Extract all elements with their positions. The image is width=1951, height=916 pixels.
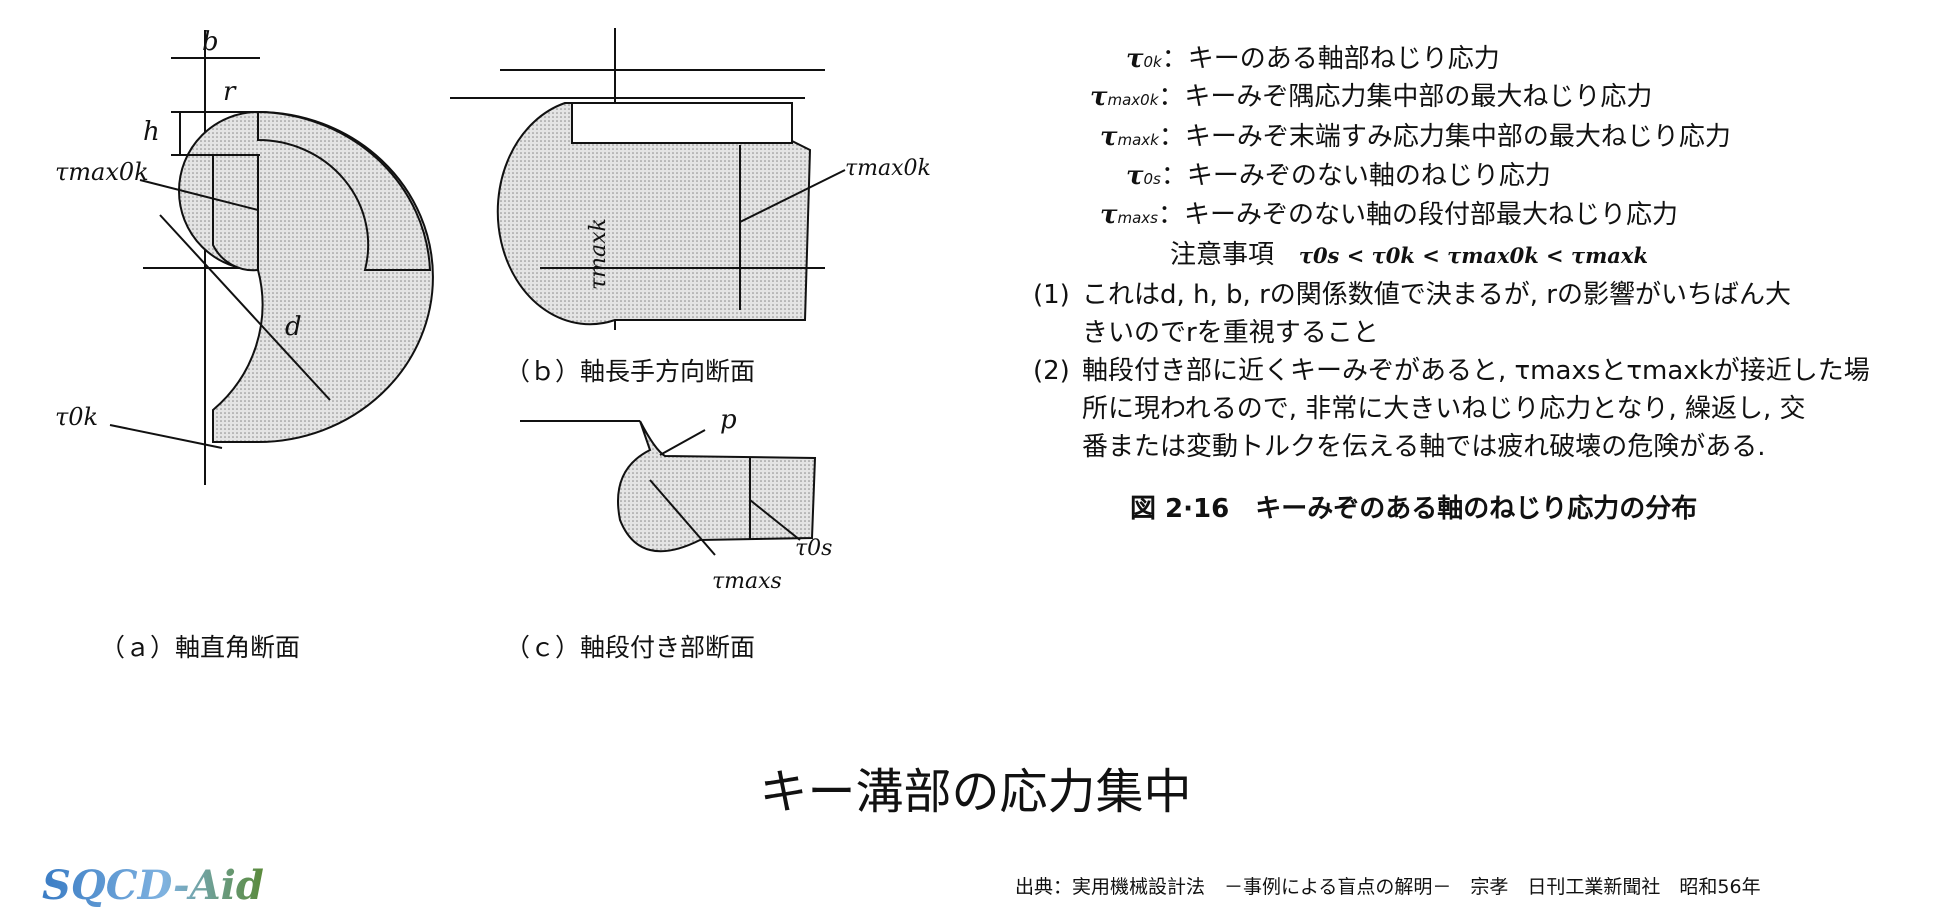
label-p: p xyxy=(720,405,737,435)
definition-tau-max0k: τmax0k：キーみぞ隅応力集中部の最大ねじり応力 xyxy=(1090,82,1653,112)
note-1-line-1: これはd, h, b, rの関係数値で決まるが, rの影響がいちばん大 xyxy=(1082,280,1791,310)
caption-b: （ｂ）軸長手方向断面 xyxy=(505,357,756,386)
caption-c: （ｃ）軸段付き部断面 xyxy=(505,633,756,662)
figure-caption: 図 2·16 キーみぞのある軸のねじり応力の分布 xyxy=(1130,494,1698,524)
definition-tau-0s: τ0s：キーみぞのない軸のねじり応力 xyxy=(1126,161,1551,191)
definition-tau-maxk: τmaxk：キーみぞ末端すみ応力集中部の最大ねじり応力 xyxy=(1100,122,1731,152)
page-title: キー溝部の応力集中 xyxy=(759,764,1192,820)
note-2-line-2: 所に現われるので, 非常に大きいねじり応力となり, 繰返し, 交 xyxy=(1082,394,1806,424)
note-1-line-2: きいのでrを重視すること xyxy=(1082,318,1379,348)
diagram-c-stepped-section: p τ0s τmaxs xyxy=(520,405,832,594)
diagram-a-cross-section: b r h τmax0k d τ0k xyxy=(55,27,434,485)
label-tau-0k: τ0k xyxy=(55,403,98,431)
note-2-line-1: 軸段付き部に近くキーみぞがあると, τmaxsとτmaxkが接近した場 xyxy=(1082,356,1870,386)
label-h: h xyxy=(143,117,160,147)
label-tau-maxk-b: τmaxk xyxy=(586,218,611,290)
caption-a: （ａ）軸直角断面 xyxy=(100,633,301,662)
caution-line: 注意事項 τ0s < τ0k < τmax0k < τmaxk xyxy=(1170,240,1648,270)
label-tau-maxs: τmaxs xyxy=(712,569,782,594)
definition-tau-0k: τ0k：キーのある軸部ねじり応力 xyxy=(1126,44,1500,74)
label-d: d xyxy=(285,312,302,342)
note-2-line-3: 番または変動トルクを伝える軸では疲れ破壊の危険がある. xyxy=(1082,432,1766,462)
label-tau-0s: τ0s xyxy=(795,536,832,561)
source-citation: 出典：実用機械設計法 －事例による盲点の解明－ 宗孝 日刊工業新聞社 昭和56年 xyxy=(1015,876,1761,898)
label-b: b xyxy=(202,27,219,57)
label-tau-max0k-b: τmax0k xyxy=(845,156,931,181)
definition-tau-maxs: τmaxs：キーみぞのない軸の段付部最大ねじり応力 xyxy=(1100,200,1679,230)
note-2-number: (2) xyxy=(1033,356,1070,386)
label-tau-max0k-a: τmax0k xyxy=(55,158,149,186)
note-1-number: (1) xyxy=(1033,280,1070,310)
logo: SQCD-Aid xyxy=(42,862,264,909)
diagram-b-longitudinal-section: τmax0k τmaxk xyxy=(450,28,931,330)
label-r: r xyxy=(223,77,237,107)
